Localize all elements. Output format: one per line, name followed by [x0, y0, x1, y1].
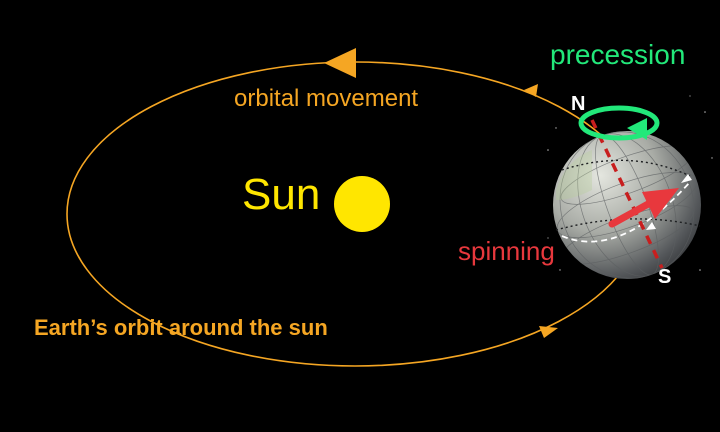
orbit-caption: Earth’s orbit around the sun	[34, 315, 328, 340]
north-pole-label: N	[571, 93, 586, 115]
star-field	[547, 95, 713, 271]
orbital-movement-label: orbital movement	[234, 85, 419, 112]
precession-icon	[578, 105, 660, 141]
spinning-label: spinning	[458, 236, 555, 266]
sun-icon	[334, 176, 390, 232]
earth-axis	[590, 119, 664, 269]
precession-label: precession	[550, 39, 686, 70]
orbit-arrow-bottom-icon	[539, 326, 558, 338]
orbit-arrow-top-icon	[324, 48, 356, 78]
orbit-arrow-small-icon	[524, 84, 538, 97]
earth-icon	[553, 131, 701, 279]
sun-label: Sun	[242, 170, 321, 219]
spin-arrow-icon	[608, 188, 679, 228]
south-pole-label: S	[658, 266, 672, 288]
